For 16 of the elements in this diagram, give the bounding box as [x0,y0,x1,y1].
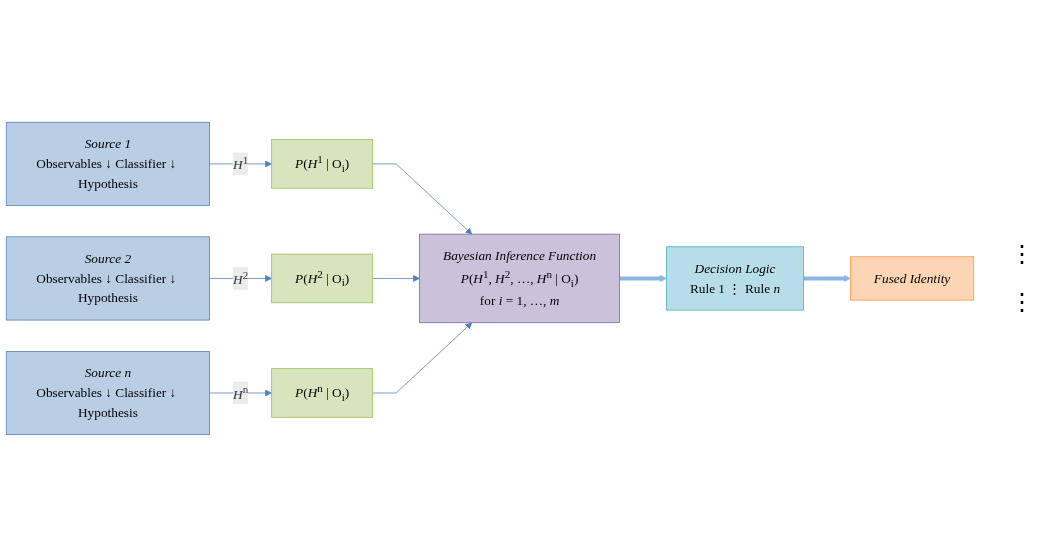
edge-label: H$^{2}$ [233,268,249,287]
node-box: Fused Identity [850,255,975,301]
node-box: P(H$^{2}$ | O$_{i}$) [271,253,374,303]
node-box: Source 2 Observables ↓ Classifier ↓ Hypothesis [5,235,210,320]
node-box: Decision Logic Rule 1 ⋮ Rule n [666,245,804,311]
ellipsis-mark: ⋮ [1010,288,1034,316]
node-box: Source n Observables ↓ Classifier ↓ Hypothesis [5,350,210,435]
node-box: P(H$^{1}$ | O$_{i}$) [271,138,374,189]
edge-label: H$^{1}$ [233,153,249,173]
edge-label: H$^{n}$ [233,382,249,402]
arrow [803,274,851,282]
arrow [619,274,667,282]
ellipsis-mark: ⋮ [1010,240,1034,268]
node-box: P(H$^{n}$ | O$_{i}$) [271,367,374,418]
node-box: Source 1 Observables ↓ Classifier ↓ Hypothesis [5,121,210,206]
node-box: Bayesian Inference Function P(H$^{1}$, H$^{2}$, …, H$^{n}$ | O$_{i}$) for i = 1, …, m [419,233,620,323]
